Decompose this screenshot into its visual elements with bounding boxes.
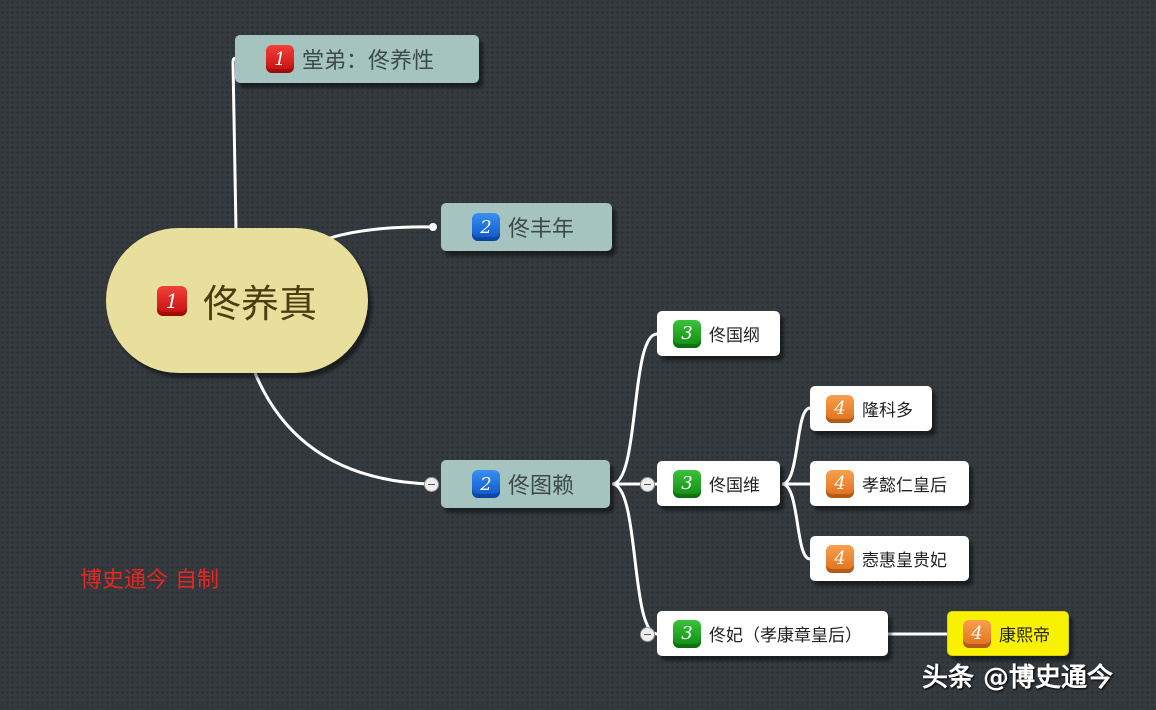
node-label: 悫惠皇贵妃 xyxy=(862,551,947,571)
node-label: 佟丰年 xyxy=(508,217,575,242)
priority-3-icon: 3 xyxy=(673,619,701,648)
node-xiaoyiren[interactable]: 4 孝懿仁皇后 xyxy=(810,461,969,506)
connector xyxy=(611,332,658,486)
root-node[interactable]: 1 佟养真 xyxy=(106,228,368,373)
node-tong-fengnian[interactable]: 2 佟丰年 xyxy=(441,203,612,251)
node-label: 隆科多 xyxy=(862,401,913,421)
root-label: 佟养真 xyxy=(202,282,317,326)
credit-text: 博史通今 自制 xyxy=(80,568,219,593)
node-tong-fei[interactable]: 3 佟妃（孝康章皇后） xyxy=(657,611,888,656)
watermark: 头条 @博史通今 xyxy=(922,663,1114,693)
node-tong-guogang[interactable]: 3 佟国纲 xyxy=(657,311,780,356)
node-quehui[interactable]: 4 悫惠皇贵妃 xyxy=(810,536,969,581)
priority-1-icon: 1 xyxy=(266,45,294,73)
node-label: 康熙帝 xyxy=(999,626,1050,646)
priority-1-icon: 1 xyxy=(156,285,187,316)
priority-2-icon: 2 xyxy=(472,213,500,241)
node-tong-tulai[interactable]: 2 佟图赖 xyxy=(441,460,610,508)
node-longkeduo[interactable]: 4 隆科多 xyxy=(810,386,932,431)
node-label: 佟妃（孝康章皇后） xyxy=(709,626,862,646)
node-label: 孝懿仁皇后 xyxy=(862,476,947,496)
collapse-toggle[interactable] xyxy=(424,477,439,492)
collapse-toggle[interactable] xyxy=(640,627,655,642)
connector xyxy=(611,482,658,636)
node-tang-di[interactable]: 1 堂弟：佟养性 xyxy=(235,35,479,83)
connector xyxy=(781,482,811,561)
connector xyxy=(253,372,432,486)
connector xyxy=(231,56,238,231)
priority-4-icon: 4 xyxy=(826,469,854,498)
node-kangxi[interactable]: 4 康熙帝 xyxy=(947,611,1069,656)
node-label: 佟图赖 xyxy=(508,474,575,499)
priority-3-icon: 3 xyxy=(673,319,701,348)
priority-4-icon: 4 xyxy=(826,544,854,573)
node-label: 堂弟：佟养性 xyxy=(302,49,435,74)
priority-2-icon: 2 xyxy=(472,470,500,498)
connector xyxy=(781,406,811,486)
priority-3-icon: 3 xyxy=(673,469,701,498)
node-tong-guowei[interactable]: 3 佟国维 xyxy=(657,461,780,506)
collapse-toggle[interactable] xyxy=(640,477,655,492)
priority-4-icon: 4 xyxy=(963,619,991,648)
priority-4-icon: 4 xyxy=(826,394,854,423)
node-label: 佟国维 xyxy=(709,476,760,496)
connector xyxy=(329,225,434,240)
node-label: 佟国纲 xyxy=(709,326,760,346)
